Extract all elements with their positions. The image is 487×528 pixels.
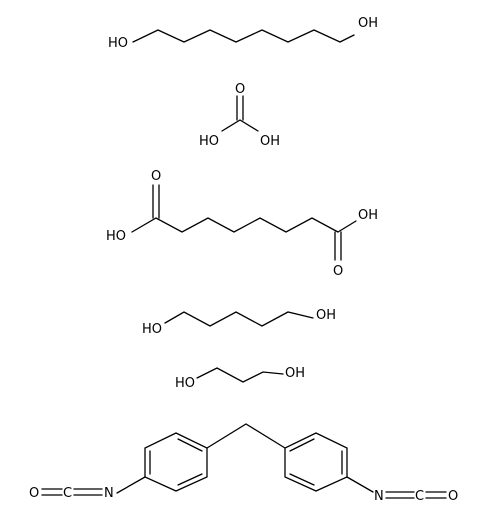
carbonic-acid-oh-right-label: OH bbox=[260, 134, 280, 149]
adipic-acid-oh-right-label: OH bbox=[358, 208, 378, 223]
mdi-left-c-label: C bbox=[63, 486, 72, 501]
carbonic-acid-o-top-label: O bbox=[235, 82, 245, 97]
hexanediol-structure: HO OH bbox=[108, 16, 378, 51]
butanediol-structure: HO OH bbox=[142, 308, 336, 337]
adipic-acid-o-top-label: O bbox=[151, 169, 161, 184]
mdi-right-o-label: O bbox=[448, 489, 458, 504]
carbonic-acid-structure: O HO OH bbox=[199, 82, 280, 149]
mdi-right-benzene-ring bbox=[284, 432, 348, 492]
adipic-acid-chain bbox=[131, 217, 339, 233]
hexanediol-oh-left-label: HO bbox=[108, 36, 128, 51]
adipic-acid-oh-left-label: HO bbox=[106, 229, 126, 244]
butanediol-oh-left-label: HO bbox=[142, 322, 162, 337]
adipic-acid-right-oh-bond bbox=[337, 220, 357, 233]
mdi-right-ring-n-bond bbox=[346, 476, 374, 493]
mdi-structure: O C N N C O bbox=[29, 423, 458, 504]
mdi-left-ring-n-bond bbox=[116, 476, 146, 494]
mdi-left-benzene-ring bbox=[144, 432, 208, 492]
adipic-acid-structure: O HO OH O bbox=[106, 169, 378, 279]
mdi-right-ring-double-3 bbox=[289, 473, 315, 486]
butanediol-oh-right-label: OH bbox=[316, 308, 336, 323]
adipic-acid-o-bottom-label: O bbox=[333, 264, 343, 279]
mdi-right-n-label: N bbox=[374, 489, 384, 504]
carbonic-acid-oh-left-label: HO bbox=[199, 134, 219, 149]
mdi-left-o-label: O bbox=[29, 486, 39, 501]
ethylene-glycol-chain bbox=[196, 367, 284, 383]
mdi-right-ring-double-1 bbox=[289, 438, 315, 452]
hexanediol-oh-right-label: OH bbox=[358, 16, 378, 31]
mdi-left-n-label: N bbox=[104, 486, 114, 501]
butanediol-chain bbox=[164, 311, 314, 327]
mdi-left-ring-double-2 bbox=[177, 473, 203, 486]
ethylene-glycol-oh-left-label: HO bbox=[175, 376, 195, 391]
mdi-left-ring-double-1 bbox=[177, 438, 203, 452]
ethylene-glycol-structure: HO OH bbox=[175, 366, 305, 391]
carbonic-acid-c-oh-right-bond bbox=[239, 119, 259, 132]
ethylene-glycol-oh-right-label: OH bbox=[285, 366, 305, 381]
mdi-methylene-bridge bbox=[206, 423, 286, 449]
hexanediol-chain bbox=[132, 29, 355, 43]
mdi-right-c-label: C bbox=[415, 489, 424, 504]
carbonic-acid-c-oh-left-bond bbox=[221, 119, 241, 132]
